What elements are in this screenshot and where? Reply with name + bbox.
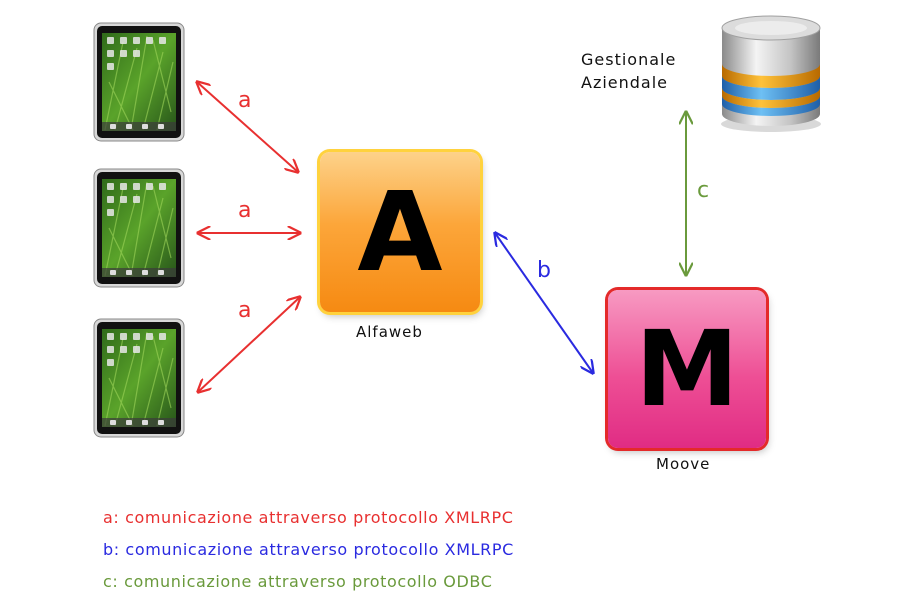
gestionale-label-line1: Gestionale xyxy=(581,50,677,69)
moove-label: Moove xyxy=(656,455,711,473)
arrow-tablet3-alfaweb xyxy=(198,297,300,392)
label-arrow-c: c xyxy=(697,178,710,203)
moove-glyph: M xyxy=(635,308,739,430)
arrow-tablet1-alfaweb xyxy=(197,82,298,172)
legend-item-b: b: comunicazione attraverso protocollo X… xyxy=(103,540,514,559)
label-arrow-b: b xyxy=(537,258,551,283)
alfaweb-glyph: A xyxy=(357,168,443,296)
alfaweb-node: A xyxy=(320,152,480,312)
label-arrow-tablet3: a xyxy=(238,298,252,323)
label-arrow-tablet2: a xyxy=(238,198,252,223)
legend-item-c: c: comunicazione attraverso protocollo O… xyxy=(103,572,493,591)
arrow-alfaweb-moove xyxy=(495,233,593,373)
legend-item-a: a: comunicazione attraverso protocollo X… xyxy=(103,508,514,527)
gestionale-label-line2: Aziendale xyxy=(581,73,669,92)
alfaweb-label: Alfaweb xyxy=(356,323,423,341)
moove-node: M xyxy=(608,290,766,448)
database-icon xyxy=(721,15,821,132)
label-arrow-tablet1: a xyxy=(238,88,252,113)
